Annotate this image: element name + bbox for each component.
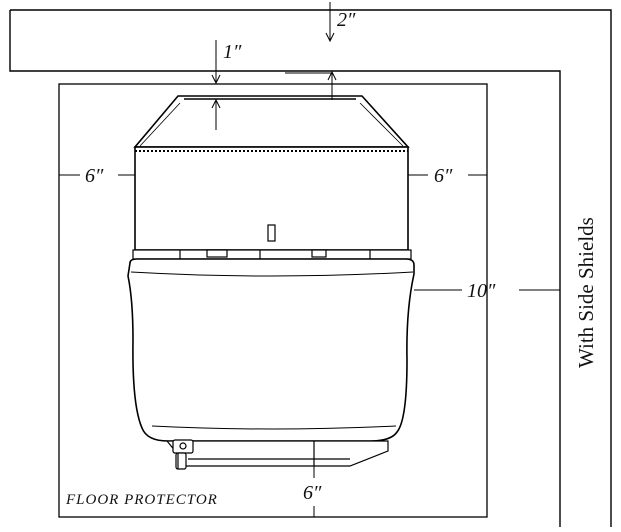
dim-6in-front-label: 6″ [303, 482, 322, 504]
side-shields-label: With Side Shields [574, 217, 598, 368]
dim-6in-right-label: 6″ [434, 165, 453, 187]
wall-outline [9, 9, 612, 527]
stove-base-strip [132, 249, 412, 260]
stove-upper-body [134, 146, 409, 251]
floor-protector-label: FLOOR PROTECTOR [65, 492, 218, 508]
dim-1in-shield-label: 1″ [223, 41, 242, 63]
latch-slot [267, 224, 276, 242]
dim-1in-shield [211, 40, 248, 130]
stove-handle [172, 439, 194, 470]
dim-10in-side-label: 10″ [467, 280, 496, 302]
stove-lower-body [127, 258, 415, 442]
dim-2in-top-wall-label: 2″ [337, 9, 356, 31]
floor-protector-outline [58, 83, 488, 518]
dim-6in-left-label: 6″ [85, 165, 104, 187]
stove-ash-pan [165, 440, 389, 467]
dim-2in-top-wall [285, 2, 337, 100]
stove-top [133, 95, 410, 148]
